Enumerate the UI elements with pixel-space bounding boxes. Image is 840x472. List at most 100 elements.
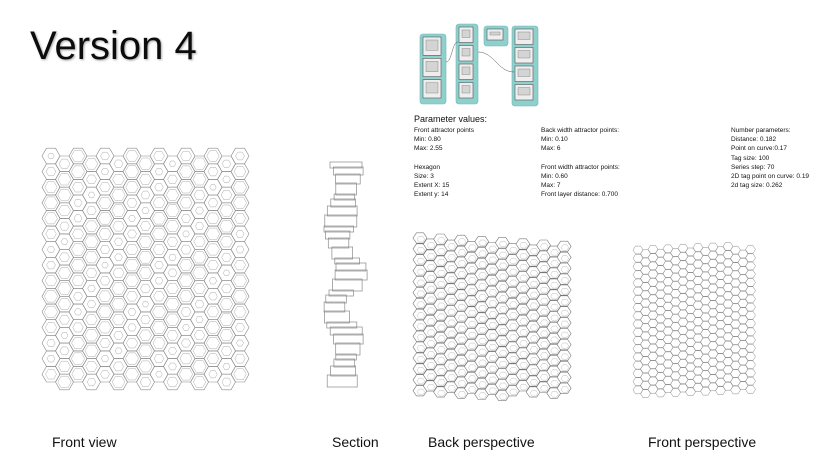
hex-tile-inner: [509, 279, 518, 286]
hex-tile-inner: [447, 287, 456, 294]
hex-tile-inner: [560, 277, 569, 284]
hex-cell: [190, 358, 209, 375]
hex-tile-inner: [416, 301, 425, 308]
hex-tile-inner: [478, 261, 487, 268]
hex-cell: [149, 366, 169, 383]
hex-tile-inner: [550, 369, 559, 376]
section-drawing: [323, 161, 368, 388]
hex-cell: [190, 218, 209, 235]
hex-tile-inner: [468, 364, 477, 371]
hex-cell: [82, 186, 101, 204]
hex-cell: [230, 303, 250, 320]
hex-tile: [556, 240, 572, 252]
hex-cell-inner: [71, 368, 85, 380]
hex-cell-inner: [71, 149, 85, 163]
hex-cell: [217, 280, 236, 297]
hex-tile-inner: [437, 379, 446, 386]
hex-cell: [41, 366, 61, 383]
hex-cell: [109, 358, 128, 375]
hex-cell: [203, 225, 223, 242]
hex-tile-inner: [457, 380, 467, 387]
hex-tile: [745, 311, 756, 320]
section-slab: [335, 353, 357, 361]
hex-tile-inner: [540, 352, 549, 359]
hex-cell-inner: [207, 198, 219, 208]
hex-tile-inner: [560, 386, 569, 393]
hex-cell: [82, 373, 101, 391]
hex-cell: [230, 350, 250, 367]
hex-cell: [176, 335, 196, 352]
hex-cell-inner: [152, 337, 166, 349]
hex-cell-inner: [219, 329, 234, 342]
hex-tile-inner: [468, 299, 477, 306]
hex-tile-inner: [499, 339, 508, 346]
hex-tile-inner: [550, 249, 559, 256]
hex-tile-inner: [457, 314, 467, 322]
hex-tile-inner: [468, 331, 477, 339]
hex-cell: [176, 210, 196, 227]
hex-cell-inner: [99, 182, 111, 193]
hex-tile-inner: [437, 368, 446, 375]
hex-cell-inner: [128, 215, 136, 222]
hex-cell: [217, 171, 236, 188]
hex-tile: [474, 236, 490, 248]
hex-tile-inner: [457, 369, 467, 376]
hex-tile-inner: [426, 285, 436, 292]
hex-tile-inner: [550, 391, 559, 398]
hex-cell-inner: [57, 267, 72, 279]
hex-tile-inner: [468, 255, 477, 262]
hex-tile-inner: [550, 336, 559, 343]
hex-tile-inner: [457, 282, 467, 289]
hex-cell-inner: [153, 354, 165, 364]
hex-tile-inner: [509, 334, 518, 341]
hex-tile-inner: [488, 300, 497, 307]
hex-tile-inner: [416, 388, 425, 396]
hex-tile-inner: [560, 364, 569, 371]
hex-cell: [55, 311, 74, 328]
hex-cell: [163, 342, 182, 359]
section-slab: [329, 161, 363, 169]
hex-cell: [190, 202, 209, 219]
hex-tile: [745, 360, 756, 369]
front-layer-distance: Front layer distance: 0.700: [541, 191, 618, 199]
hex-cell: [82, 358, 101, 375]
hex-cell-inner: [85, 361, 98, 372]
hex-tile-inner: [488, 256, 497, 263]
hex-cell: [203, 194, 223, 211]
hex-tile-inner: [447, 319, 456, 326]
hex-cell: [95, 179, 115, 196]
hex-cell: [149, 288, 169, 305]
hex-cell: [217, 342, 236, 359]
hexagon-extent-x: Extent X: 15: [414, 182, 450, 190]
hex-tile-inner: [540, 374, 549, 381]
hex-cell: [55, 155, 74, 172]
hex-tile-inner: [509, 377, 518, 385]
hex-tile-inner: [560, 255, 569, 262]
hex-tile: [647, 245, 659, 254]
hex-cell: [176, 241, 196, 258]
hex-tile-inner: [416, 334, 425, 341]
back-width-min: Min: 0.10: [541, 136, 568, 144]
hex-cell-inner: [57, 188, 72, 202]
hex-tile-inner: [447, 254, 456, 261]
hex-cell: [136, 296, 155, 313]
hex-tile: [556, 350, 572, 361]
hex-cell-inner: [179, 290, 193, 303]
section-slab: [325, 230, 351, 240]
hex-tile-inner: [416, 356, 425, 363]
hex-tile-inner: [426, 318, 436, 325]
node-component-inner: [517, 31, 531, 40]
hex-cell: [41, 257, 61, 274]
hex-cell: [82, 171, 101, 188]
hex-tile-inner: [488, 333, 497, 340]
hex-tile-inner: [457, 358, 467, 365]
hex-cell: [55, 218, 74, 235]
hex-cell-inner: [194, 299, 205, 309]
hex-tile-inner: [416, 323, 425, 330]
hex-tile-inner: [468, 310, 477, 317]
section-slab: [330, 198, 356, 208]
hex-cell-inner: [86, 378, 97, 387]
hex-cell-inner: [100, 151, 110, 161]
hex-cell-inner: [71, 352, 85, 365]
hex-cell: [217, 358, 236, 375]
